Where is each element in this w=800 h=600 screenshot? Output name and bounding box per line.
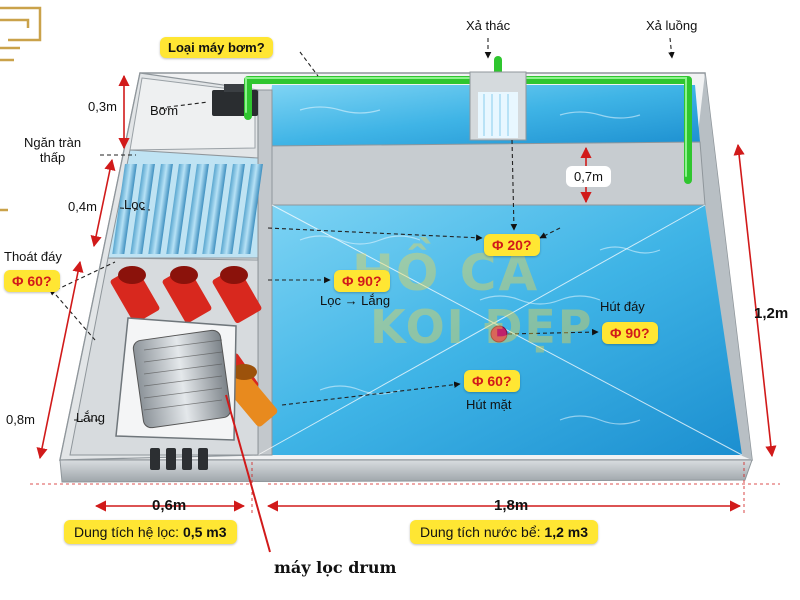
- filter-to-settling-label: Lọc → Lắng: [320, 293, 391, 308]
- dim-pond-width: 1,8m: [494, 497, 529, 514]
- bottom-suction-label: Hút đáy: [600, 299, 645, 314]
- dimension-guides: [30, 462, 780, 515]
- waterfall: [469, 71, 527, 141]
- corner-ornament: [0, 6, 42, 212]
- water-ripples: [299, 106, 661, 425]
- filter-capacity-tag: Dung tích hệ lọc: 0,5 m3: [64, 520, 237, 544]
- dim-filter-height: 0,4m: [68, 199, 97, 214]
- dim-pump-height: 0,3m: [88, 99, 117, 114]
- front-wall: [59, 459, 753, 483]
- pump-label: Bơm: [150, 103, 179, 118]
- drum-filter-caption: máy lọc drum: [274, 558, 397, 577]
- low-overflow-label: Ngăn tràn thấp: [24, 135, 82, 165]
- dim-filter-width: 0,6m: [152, 497, 187, 514]
- filter-label: Lọc: [124, 197, 145, 212]
- pond-capacity-value: 1,2 m3: [544, 524, 588, 540]
- green-pipe-highlight: [245, 77, 687, 177]
- pipe-phi20-tag: Φ 20?: [484, 234, 540, 256]
- watermark-line2: KOI ĐẸP: [370, 300, 594, 354]
- pipe-phi60-skimmer-tag: Φ 60?: [464, 370, 520, 392]
- drum-filter-unit: [115, 317, 237, 470]
- dimension-lines: [36, 74, 777, 512]
- pond-capacity-tag: Dung tích nước bể: 1,2 m3: [410, 520, 598, 544]
- skimmer-label: Hút mặt: [466, 397, 512, 412]
- pond-capacity-label: Dung tích nước bể:: [420, 524, 541, 540]
- dim-settling-height: 0,8m: [6, 412, 35, 427]
- stream-label: Xả luồng: [646, 18, 698, 33]
- waterfall-label: Xả thác: [466, 18, 511, 33]
- pipe-phi90-suction-tag: Φ 90?: [602, 322, 658, 344]
- pump-question-tag: Loại máy bơm?: [160, 37, 273, 58]
- settling-label: Lắng: [76, 410, 105, 425]
- bottom-drain-label: Thoát đáy: [4, 249, 62, 264]
- dim-water-gap: 0,7m: [566, 166, 611, 187]
- pipe-phi90-filter-tag: Φ 90?: [334, 270, 390, 292]
- drum-pointer: [225, 394, 271, 553]
- pipe-phi60-drain-tag: Φ 60?: [4, 270, 60, 292]
- leader-lines: [49, 37, 675, 421]
- filter-capacity-label: Dung tích hệ lọc:: [74, 524, 180, 540]
- dim-pond-height: 1,2m: [754, 305, 789, 322]
- filter-capacity-value: 0,5 m3: [182, 524, 227, 540]
- bottom-drain-ball: [490, 325, 508, 343]
- inner-step-wall: [265, 141, 706, 206]
- pond-diagonals: [257, 204, 743, 456]
